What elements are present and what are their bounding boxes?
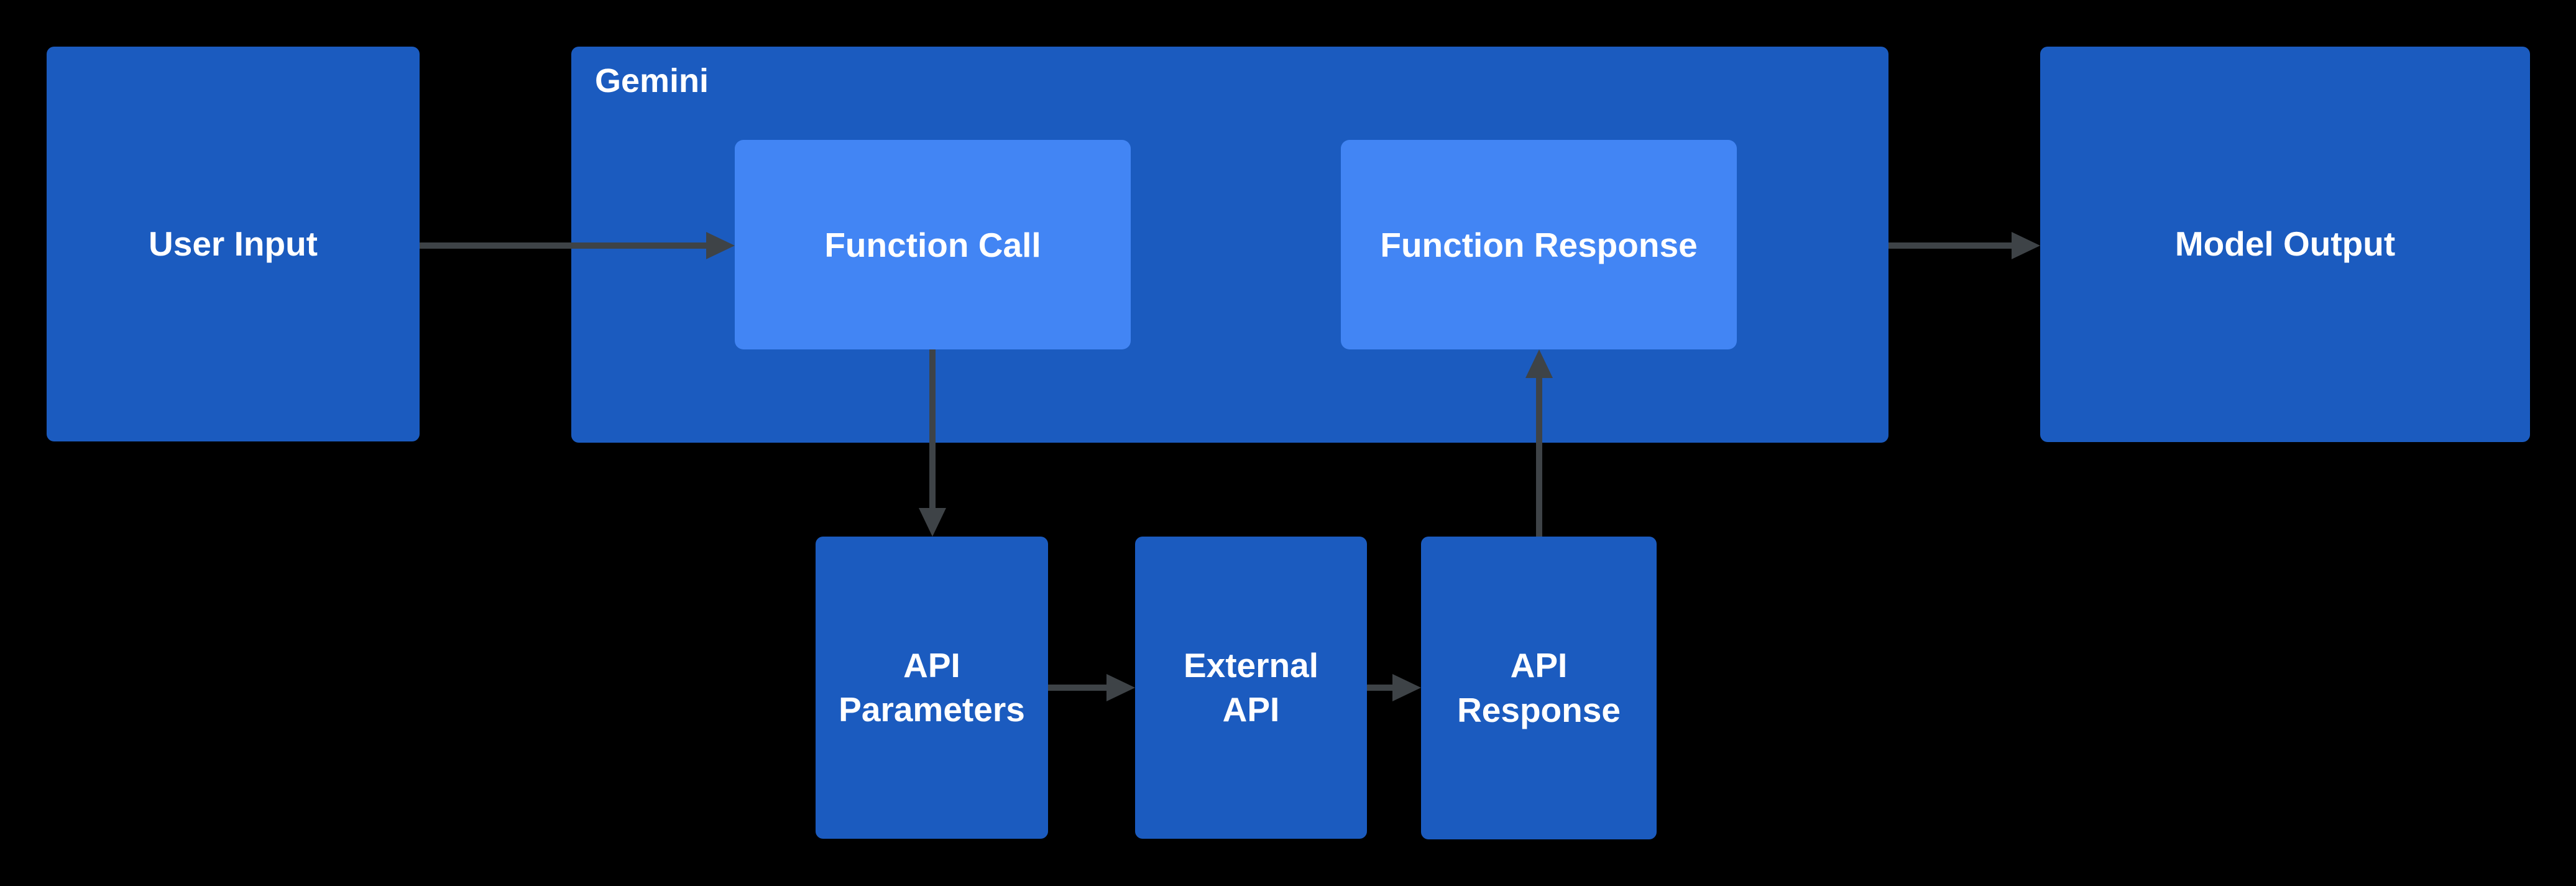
node-function-response: Function Response (1341, 140, 1737, 349)
node-external-api: External API (1135, 537, 1367, 839)
node-user-input: User Input (47, 47, 420, 441)
node-gemini-container: Gemini Function Call Function Response (571, 47, 1888, 443)
node-function-response-label: Function Response (1380, 225, 1698, 264)
arrow-gemini-to-model-output (1888, 232, 2040, 259)
node-gemini-label: Gemini (595, 62, 709, 99)
node-function-call-label: Function Call (824, 225, 1041, 264)
node-api-parameters-label: API Parameters (839, 645, 1025, 729)
node-api-response: API Response (1421, 537, 1657, 839)
node-external-api-label: External API (1183, 645, 1319, 729)
arrow-external-api-to-api-response (1367, 674, 1421, 701)
node-model-output: Model Output (2040, 47, 2530, 442)
node-function-call: Function Call (735, 140, 1131, 349)
node-model-output-label: Model Output (2174, 224, 2396, 264)
arrow-api-parameters-to-external-api (1048, 674, 1135, 701)
node-api-parameters: API Parameters (816, 537, 1048, 839)
node-user-input-label: User Input (149, 224, 318, 263)
node-api-response-label: API Response (1457, 646, 1621, 729)
